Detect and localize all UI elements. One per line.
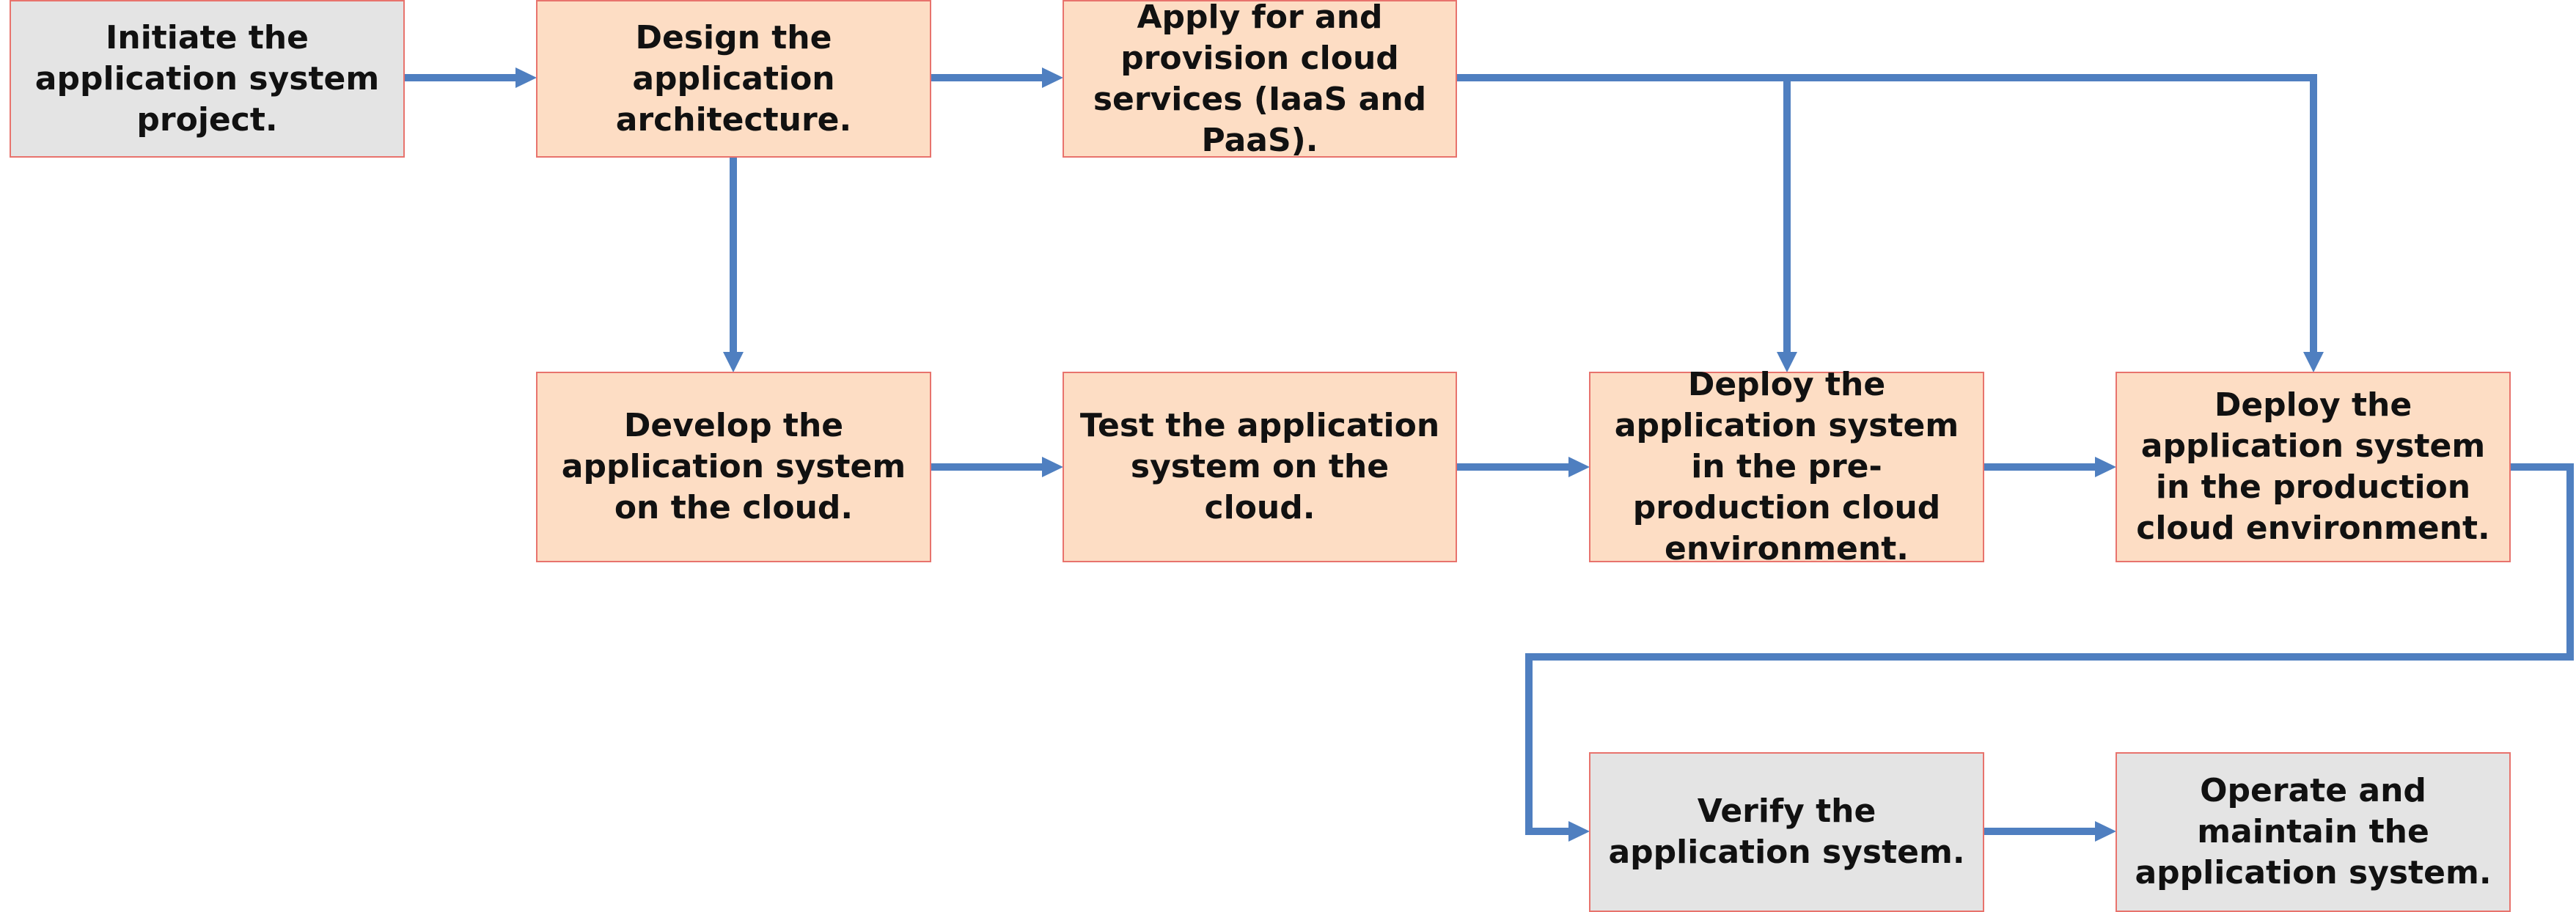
arrowhead-design-to-develop [723, 352, 744, 372]
arrowhead-deploy-prod-to-verify [1568, 821, 1590, 842]
arrowhead-test-to-deploy-pre [1568, 457, 1590, 477]
node-design: Design the application architecture. [536, 0, 931, 158]
connector-apply-to-deploy-pre [1457, 74, 1791, 353]
node-test: Test the application system on the cloud… [1063, 372, 1457, 562]
node-operate-label: Operate and maintain the application sys… [2135, 772, 2492, 891]
arrowhead-develop-to-test [1042, 457, 1063, 477]
arrowhead-initiate-to-design [515, 67, 537, 88]
arrowhead-verify-to-operate [2095, 821, 2116, 842]
node-verify: Verify the application system. [1589, 752, 1984, 912]
connector-deploy-prod-to-verify [1525, 463, 2574, 835]
node-deploy-pre-label: Deploy the application system in the pre… [1614, 366, 1959, 567]
node-operate: Operate and maintain the application sys… [2116, 752, 2511, 912]
node-design-label: Design the application architecture. [615, 18, 852, 139]
arrowhead-apply-to-deploy-pre [1777, 352, 1797, 372]
node-verify-label: Verify the application system. [1608, 793, 1965, 871]
node-initiate-label: Initiate the application system project. [34, 18, 380, 139]
arrowhead-design-to-apply [1042, 67, 1063, 88]
arrowhead-deploy-pre-to-deploy-prod [2095, 457, 2116, 477]
arrowhead-apply-to-deploy-prod [2303, 352, 2324, 372]
node-deploy-pre: Deploy the application system in the pre… [1589, 366, 1984, 567]
node-apply: Apply for and provision cloud services (… [1063, 0, 1457, 159]
node-develop: Develop the application system on the cl… [536, 372, 931, 562]
node-deploy-prod-label: Deploy the application system in the pro… [2136, 386, 2490, 547]
connector-apply-to-deploy-prod [1787, 74, 2317, 353]
node-initiate: Initiate the application system project. [10, 0, 405, 158]
node-test-label: Test the application system on the cloud… [1079, 407, 1440, 526]
node-apply-label: Apply for and provision cloud services (… [1093, 0, 1427, 159]
node-develop-label: Develop the application system on the cl… [561, 407, 906, 526]
node-deploy-prod: Deploy the application system in the pro… [2116, 372, 2511, 562]
